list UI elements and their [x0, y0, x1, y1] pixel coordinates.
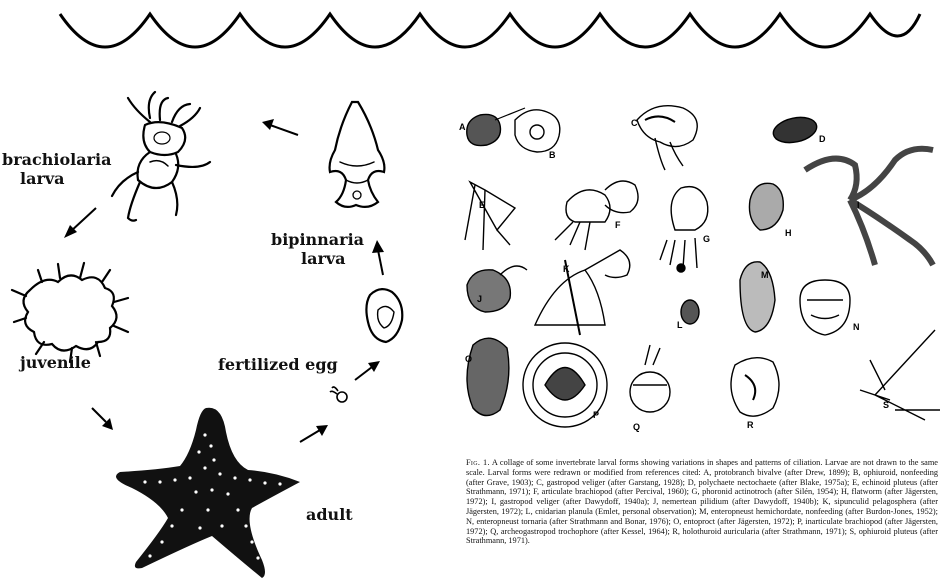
larva-s-drawing: [860, 330, 940, 420]
letter-f: F: [615, 220, 621, 230]
stage-label-fertilized-egg: fertilized egg: [218, 355, 338, 374]
arrow-icon: [270, 125, 298, 135]
letter-r: R: [747, 420, 754, 430]
letter-o: O: [465, 354, 472, 364]
letter-m: M: [761, 270, 769, 280]
larva-n-drawing: [800, 280, 850, 335]
letter-e: E: [479, 200, 485, 210]
letter-n: N: [853, 322, 860, 332]
larva-f-drawing: [555, 181, 638, 250]
arrow-icon: [92, 408, 106, 422]
arrowhead-icon: [372, 240, 384, 253]
larva-j-drawing: [467, 266, 527, 312]
letter-s: S: [883, 400, 889, 410]
larval-forms-collage: A B C D E F G H I J K L M N O P Q R S: [455, 90, 945, 440]
arrowhead-icon: [262, 119, 274, 130]
letter-l: L: [677, 320, 683, 330]
larva-l-drawing: [681, 300, 699, 324]
stage-label-brachiolaria: brachiolaria larva: [2, 150, 111, 188]
egg-icon: [330, 387, 347, 402]
brachiolaria-drawing: [112, 92, 210, 221]
letter-b: B: [549, 150, 556, 160]
letter-c: C: [631, 118, 638, 128]
fertilized-egg-drawing: [366, 289, 402, 342]
bipinnaria-drawing: [330, 102, 385, 207]
larva-i-drawing: [805, 149, 933, 265]
larva-c-drawing: [637, 106, 697, 170]
arrow-icon: [300, 430, 320, 442]
larva-d-drawing: [771, 114, 819, 147]
letter-h: H: [785, 228, 792, 238]
caption-label: Fig. 1.: [466, 458, 490, 467]
letter-k: K: [563, 264, 570, 274]
larva-m-drawing: [740, 262, 775, 332]
wave-border: [0, 0, 945, 60]
arrow-icon: [355, 367, 372, 380]
juvenile-drawing: [12, 263, 128, 362]
arrow-icon: [70, 208, 96, 232]
stage-label-adult: adult: [306, 505, 353, 524]
letter-g: G: [703, 234, 710, 244]
larva-o-drawing: [467, 338, 509, 415]
caption-text: A collage of some invertebrate larval fo…: [466, 458, 938, 545]
figure-caption: Fig. 1. A collage of some invertebrate l…: [466, 458, 938, 546]
life-cycle-diagram: brachiolaria larva bipinnaria larva juve…: [0, 70, 440, 585]
letter-p: P: [593, 410, 599, 420]
letter-d: D: [819, 134, 826, 144]
letter-a: A: [459, 122, 466, 132]
larva-q-drawing: [630, 345, 670, 412]
larva-r-drawing: [731, 358, 779, 417]
adult-sea-star-drawing: [116, 408, 300, 578]
larva-k-drawing: [535, 250, 630, 335]
stage-label-bipinnaria: bipinnaria larva: [271, 230, 364, 268]
stage-label-juvenile: juvenile: [20, 353, 91, 372]
larva-g-drawing: [660, 187, 708, 272]
letter-j: J: [477, 294, 482, 304]
arrowhead-icon: [368, 361, 380, 372]
letter-q: Q: [633, 422, 640, 432]
larva-e-drawing: [465, 182, 515, 250]
larva-h-drawing: [749, 183, 783, 230]
arrow-icon: [378, 250, 383, 275]
letter-i: I: [857, 200, 860, 210]
larva-b-drawing: [515, 110, 560, 152]
